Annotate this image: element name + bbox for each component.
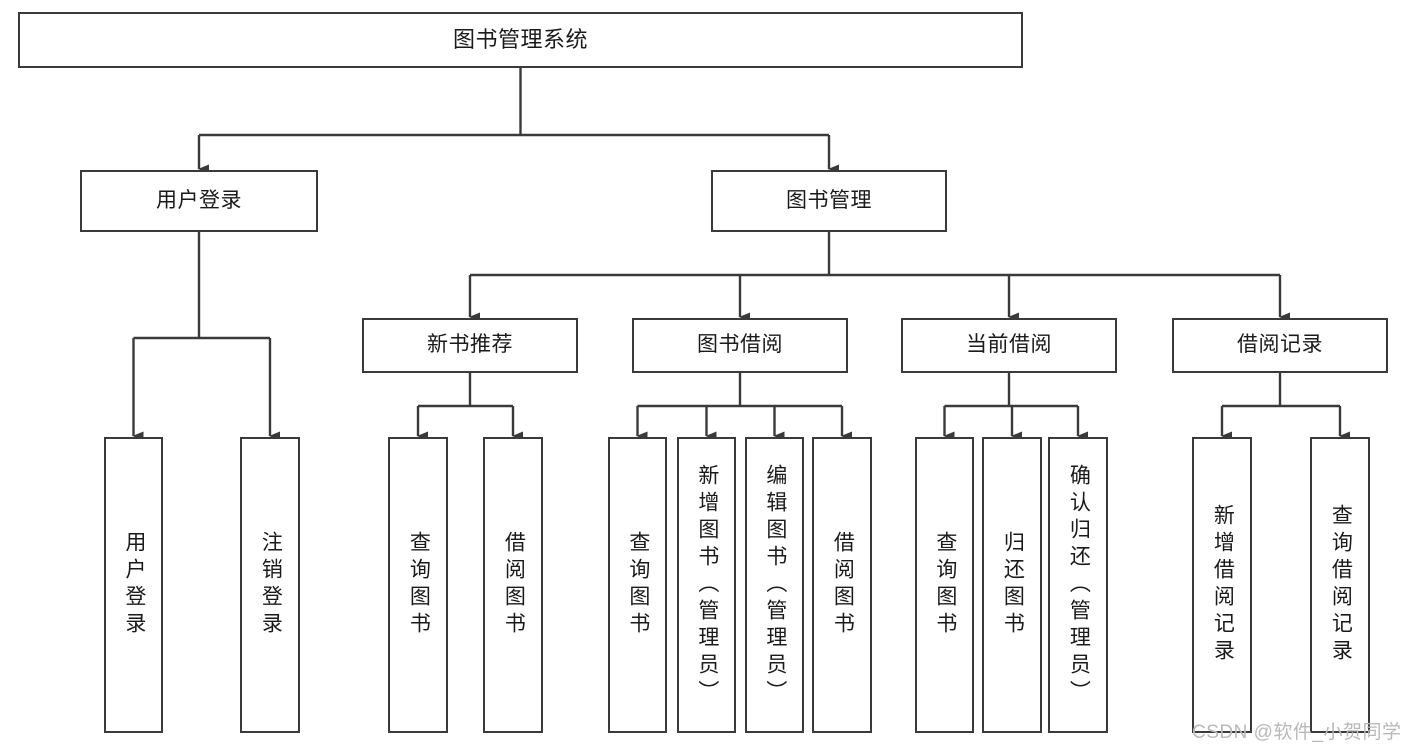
node-newbook[interactable]: 新书推荐 (362, 318, 578, 373)
node-label: 查询图书 (933, 531, 957, 639)
node-borrow[interactable]: 图书借阅 (632, 318, 848, 373)
node-records[interactable]: 借阅记录 (1172, 318, 1388, 373)
node-label: 编辑图书（管理员） (763, 463, 787, 707)
node-leaf2[interactable]: 注销登录 (240, 437, 300, 733)
node-label: 查询借阅记录 (1329, 504, 1353, 666)
node-login[interactable]: 用户登录 (80, 170, 318, 232)
node-leaf5[interactable]: 查询图书 (608, 437, 667, 733)
node-label: 用户登录 (122, 531, 146, 639)
node-leaf3[interactable]: 查询图书 (388, 437, 448, 733)
node-leaf1[interactable]: 用户登录 (104, 437, 163, 733)
node-leaf4[interactable]: 借阅图书 (483, 437, 543, 733)
node-label: 借阅记录 (1237, 333, 1323, 357)
node-leaf9[interactable]: 查询图书 (915, 437, 974, 733)
node-leaf7[interactable]: 编辑图书（管理员） (745, 437, 804, 733)
node-label: 图书管理系统 (452, 27, 588, 53)
node-label: 用户登录 (156, 188, 242, 212)
node-label: 图书管理 (786, 188, 872, 212)
node-bookmgmt[interactable]: 图书管理 (711, 170, 947, 232)
node-label: 查询图书 (626, 531, 650, 639)
node-label: 新书推荐 (427, 333, 513, 357)
node-label: 图书借阅 (697, 333, 783, 357)
node-leaf8[interactable]: 借阅图书 (812, 437, 872, 733)
node-leaf12[interactable]: 新增借阅记录 (1192, 437, 1252, 733)
node-label: 新增借阅记录 (1211, 504, 1235, 666)
watermark-text: CSDN @软件_小贺同学 (1192, 722, 1402, 743)
node-leaf6[interactable]: 新增图书（管理员） (677, 437, 736, 733)
node-root[interactable]: 图书管理系统 (18, 12, 1023, 68)
node-label: 归还图书 (1001, 531, 1025, 639)
node-leaf11[interactable]: 确认归还（管理员） (1048, 437, 1108, 733)
node-label: 查询图书 (407, 531, 431, 639)
node-label: 借阅图书 (502, 531, 526, 639)
node-leaf13[interactable]: 查询借阅记录 (1310, 437, 1370, 733)
node-label: 当前借阅 (966, 333, 1052, 357)
node-label: 新增图书（管理员） (695, 463, 719, 707)
node-label: 注销登录 (259, 531, 283, 639)
node-leaf10[interactable]: 归还图书 (982, 437, 1042, 733)
node-label: 借阅图书 (831, 531, 855, 639)
node-current[interactable]: 当前借阅 (901, 318, 1117, 373)
node-label: 确认归还（管理员） (1067, 463, 1091, 707)
